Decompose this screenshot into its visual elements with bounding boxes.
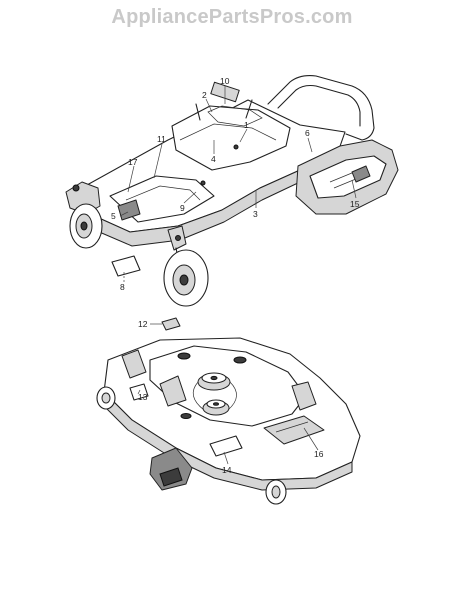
callout-3: 3 [253, 209, 258, 219]
callout-4: 4 [211, 154, 216, 164]
callout-2: 2 [202, 90, 207, 100]
callout-16: 16 [314, 449, 324, 459]
callout-1: 1 [244, 120, 249, 130]
callout-5: 5 [111, 211, 116, 221]
callout-11: 11 [157, 134, 166, 144]
leader-lines [119, 86, 357, 465]
deck-assembly [96, 317, 361, 505]
callout-8: 8 [120, 282, 125, 292]
watermark-text: AppliancePartsPros.com [111, 6, 353, 28]
callout-10: 10 [220, 76, 230, 86]
callout-9: 9 [180, 203, 185, 213]
callout-15: 15 [350, 199, 360, 209]
callout-13: 13 [138, 392, 148, 402]
callout-17: 17 [128, 157, 138, 167]
callout-labels: 10 2 1 4 6 11 17 9 5 3 15 8 12 13 14 16 [111, 76, 360, 475]
callout-12: 12 [138, 319, 148, 329]
callout-14: 14 [222, 465, 232, 475]
callout-6: 6 [305, 128, 310, 138]
chassis-assembly [65, 75, 399, 307]
